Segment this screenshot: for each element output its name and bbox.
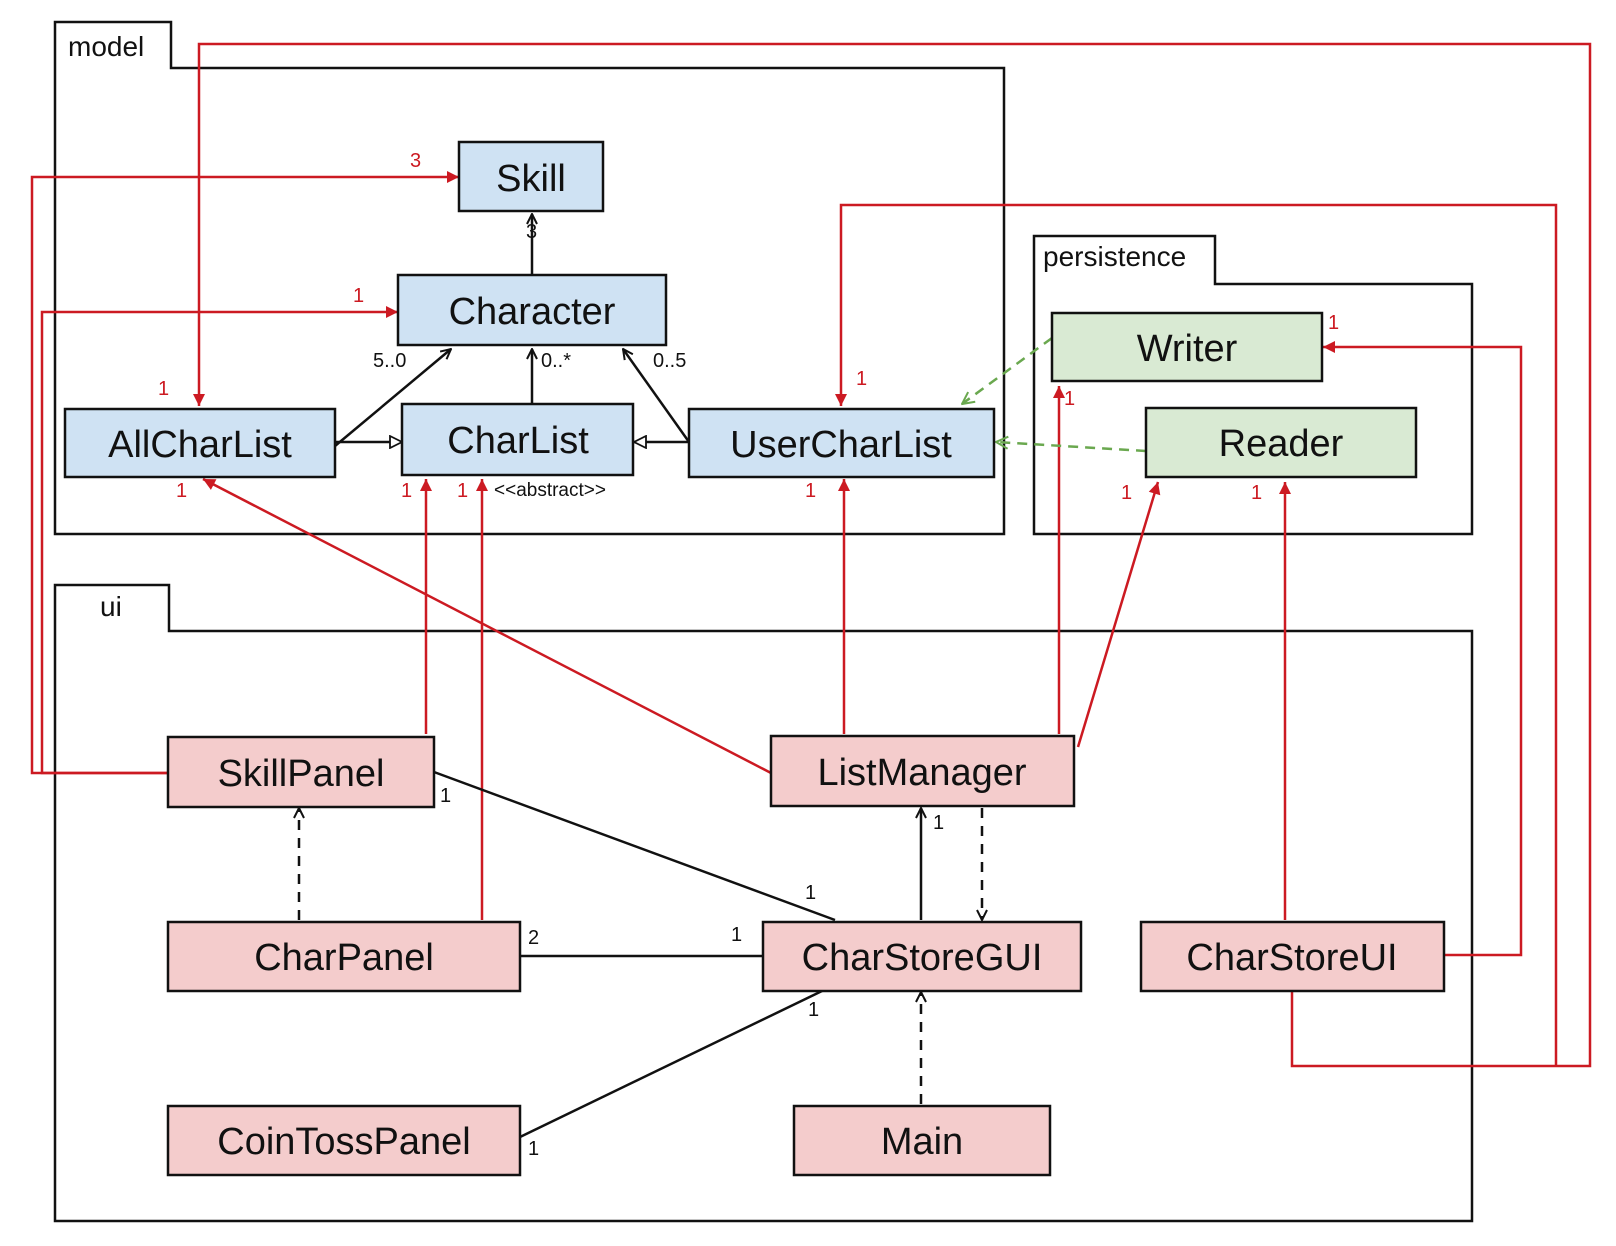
- assoc-skillpanel-charstoregui: [433, 770, 836, 922]
- black-relationships: [334, 214, 921, 1139]
- mult-skill-bottom: 3: [526, 221, 537, 243]
- class-charpanel-name: CharPanel: [254, 937, 434, 979]
- package-ui-label: ui: [100, 591, 122, 622]
- class-charstoregui-name: CharStoreGUI: [802, 937, 1043, 979]
- class-listmanager: ListManager: [769, 734, 1076, 808]
- package-ui: ui: [53, 583, 1474, 1223]
- class-skill: Skill: [457, 140, 605, 213]
- class-listmanager-name: ListManager: [817, 752, 1026, 794]
- charlist-stereotype: <<abstract>>: [494, 480, 606, 501]
- class-skillpanel-name: SkillPanel: [218, 753, 385, 795]
- mult-charpanel-gui-gui-end: 1: [731, 924, 742, 946]
- mult-charstoreui-usercharlist: 1: [856, 368, 867, 390]
- mult-listmanager-allcharlist: 1: [176, 480, 187, 502]
- class-usercharlist: UserCharList: [687, 407, 996, 479]
- black-dependencies: [299, 808, 982, 1104]
- assoc-listmanager-allcharlist: [202, 477, 772, 775]
- class-charstoreui: CharStoreUI: [1139, 920, 1446, 993]
- mult-skillpanel-skill: 3: [410, 150, 421, 172]
- class-allcharlist-name: AllCharList: [108, 424, 292, 466]
- mult-listmanager-writer: 1: [1064, 388, 1075, 410]
- mult-cointoss-gui-gui-end: 1: [808, 999, 819, 1021]
- assoc-charstoreui-usercharlist: [835, 203, 1558, 1066]
- class-charstoregui: CharStoreGUI: [761, 920, 1083, 993]
- dep-reader-usercharlist: [996, 442, 1147, 453]
- mult-cointoss-gui-cointoss-end: 1: [528, 1138, 539, 1160]
- class-cointosspanel-name: CoinTossPanel: [217, 1121, 470, 1163]
- assoc-listmanager-reader: [1076, 481, 1161, 748]
- green-dependencies: [962, 336, 1147, 453]
- package-persistence-label: persistence: [1043, 241, 1186, 272]
- dep-writer-usercharlist: [962, 336, 1053, 404]
- class-writer-name: Writer: [1137, 328, 1238, 370]
- mult-skillpanel-character: 1: [353, 285, 364, 307]
- package-persistence: persistence: [1032, 234, 1474, 536]
- assoc-charstoreui-writer: [1323, 341, 1523, 957]
- mult-skillpanel-charlist: 1: [401, 480, 412, 502]
- package-model: model: [53, 20, 1006, 536]
- mult-charpanel-gui-charpanel-end: 2: [528, 927, 539, 949]
- multiplicities-black: 3 5..0 0..* 0..5 1 1 1 2 1 1 1: [373, 221, 944, 1160]
- class-character-name: Character: [449, 291, 616, 333]
- multiplicities-red: 3 1 1 1 1 1 1 1 1 1 1 1: [158, 150, 1339, 504]
- class-character: Character: [396, 273, 668, 347]
- class-charlist: CharList: [400, 402, 635, 477]
- assoc-usercharlist-character: [623, 349, 691, 443]
- class-skillpanel: SkillPanel: [166, 735, 436, 809]
- class-reader-name: Reader: [1219, 423, 1344, 465]
- mult-listmanager-reader: 1: [1121, 482, 1132, 504]
- red-associations: [30, 42, 1592, 1068]
- class-allcharlist: AllCharList: [63, 407, 337, 479]
- mult-charpanel-charlist: 1: [457, 480, 468, 502]
- class-skill-name: Skill: [496, 158, 566, 200]
- mult-charstoreui-reader: 1: [1251, 482, 1262, 504]
- mult-writer-in: 1: [1328, 312, 1339, 334]
- class-writer: Writer: [1050, 311, 1324, 383]
- class-charstoreui-name: CharStoreUI: [1186, 937, 1397, 979]
- mult-skillpanel-gui-gui-end: 1: [805, 882, 816, 904]
- class-charlist-name: CharList: [447, 420, 589, 462]
- assoc-allcharlist-character: [334, 349, 451, 447]
- mult-listmanager-usercharlist: 1: [805, 480, 816, 502]
- class-usercharlist-name: UserCharList: [730, 424, 952, 466]
- class-main: Main: [792, 1104, 1052, 1177]
- class-cointosspanel: CoinTossPanel: [166, 1104, 522, 1177]
- class-main-name: Main: [881, 1121, 963, 1163]
- mult-charstoreui-allcharlist: 1: [158, 378, 169, 400]
- mult-user-character: 0..5: [653, 350, 686, 372]
- mult-allchar-character: 5..0: [373, 350, 406, 372]
- class-reader: Reader: [1144, 406, 1418, 479]
- assoc-charstoreui-allcharlist: [193, 42, 1592, 1068]
- mult-skillpanel-gui-skillpanel-end: 1: [440, 785, 451, 807]
- package-model-label: model: [68, 31, 144, 62]
- mult-listmanager-gui: 1: [933, 812, 944, 834]
- class-charpanel: CharPanel: [166, 920, 522, 993]
- assoc-cointoss-charstoregui: [519, 989, 823, 1139]
- assoc-skillpanel-character: [40, 306, 398, 775]
- mult-charlist-character: 0..*: [541, 350, 571, 372]
